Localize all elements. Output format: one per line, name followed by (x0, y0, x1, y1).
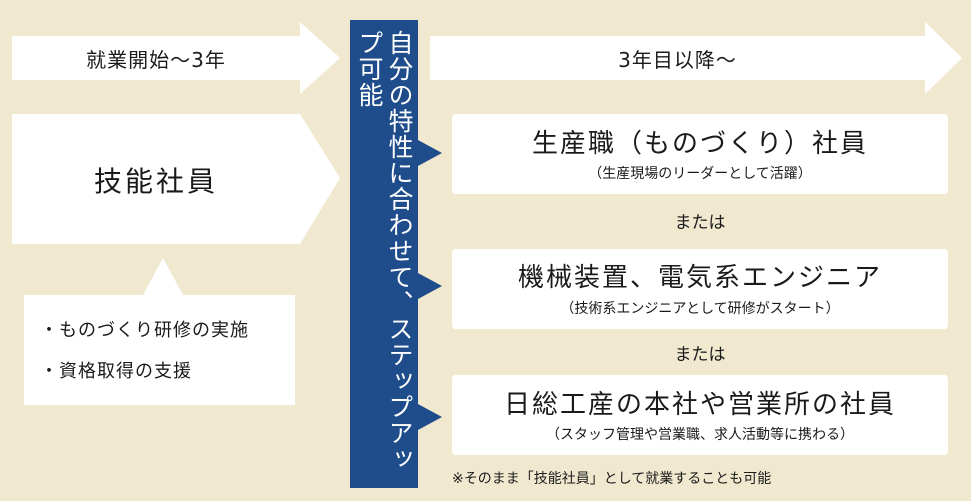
right-period-arrow (430, 22, 962, 94)
footnote: ※そのまま「技能社員」として就業することも可能 (452, 471, 772, 487)
option-box-2 (452, 249, 948, 329)
option-box-1 (452, 114, 948, 194)
or-label-1: または (674, 213, 726, 233)
skill-worker-title: 技能社員 (93, 165, 218, 198)
option-note-production: （生産現場のリーダーとして活躍） (588, 166, 812, 182)
support-item-training: ・ものづくり研修の実施 (40, 320, 249, 341)
skill-worker-arrow (12, 114, 340, 244)
left-period-arrow (12, 22, 340, 94)
right-period-label: 3年目以降～ (618, 47, 737, 72)
band-pointer-1 (418, 140, 442, 166)
option-title-headquarters: 日総工産の本社や営業所の社員 (503, 390, 896, 420)
option-note-headquarters: （スタッフ管理や営業職、求人活動等に携わる） (546, 427, 854, 443)
band-pointer-3 (418, 404, 442, 430)
step-up-text: 自分の特性に合わせて、ステップアップ可能 (355, 30, 414, 472)
or-label-2: または (674, 345, 726, 365)
option-title-engineer: 機械装置、電気系エンジニア (517, 263, 882, 293)
band-pointer-2 (418, 273, 442, 299)
support-callout (24, 258, 295, 405)
step-up-band: 自分の特性に合わせて、ステップアップ可能 (350, 20, 418, 488)
option-title-production: 生産職（ものづくり）社員 (531, 129, 868, 159)
option-box-3 (452, 375, 948, 455)
support-item-qualification: ・資格取得の支援 (40, 361, 192, 382)
option-note-engineer: （技術系エンジニアとして研修がスタート） (560, 301, 840, 317)
left-period-label: 就業開始～3年 (86, 47, 226, 72)
